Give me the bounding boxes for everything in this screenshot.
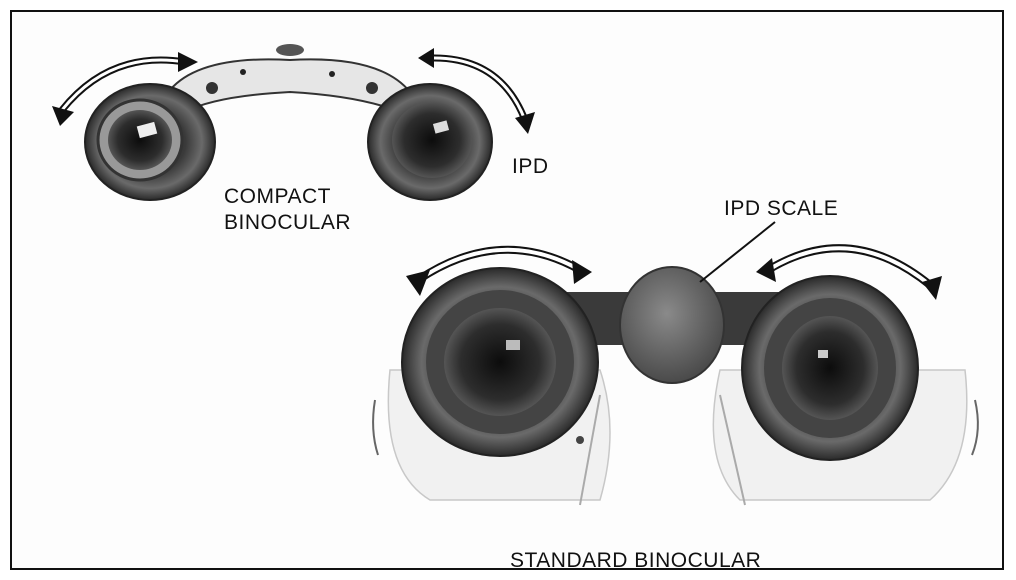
ipd-scale-hub	[620, 267, 724, 383]
standard-binocular	[373, 222, 978, 505]
ipd-label: IPD	[512, 154, 549, 180]
standard-binocular-label: STANDARD BINOCULAR	[510, 548, 761, 574]
standard-right-eyepiece	[742, 276, 918, 460]
compact-label-line1: COMPACT	[224, 184, 351, 210]
compact-binocular	[52, 44, 535, 200]
standard-left-eyepiece	[402, 268, 598, 456]
compact-label-line2: BINOCULAR	[224, 210, 351, 236]
ipd-scale-label: IPD SCALE	[724, 196, 838, 222]
compact-binocular-label: COMPACT BINOCULAR	[224, 184, 351, 236]
compact-right-eyepiece	[368, 84, 492, 200]
compact-left-eyepiece	[85, 84, 215, 200]
